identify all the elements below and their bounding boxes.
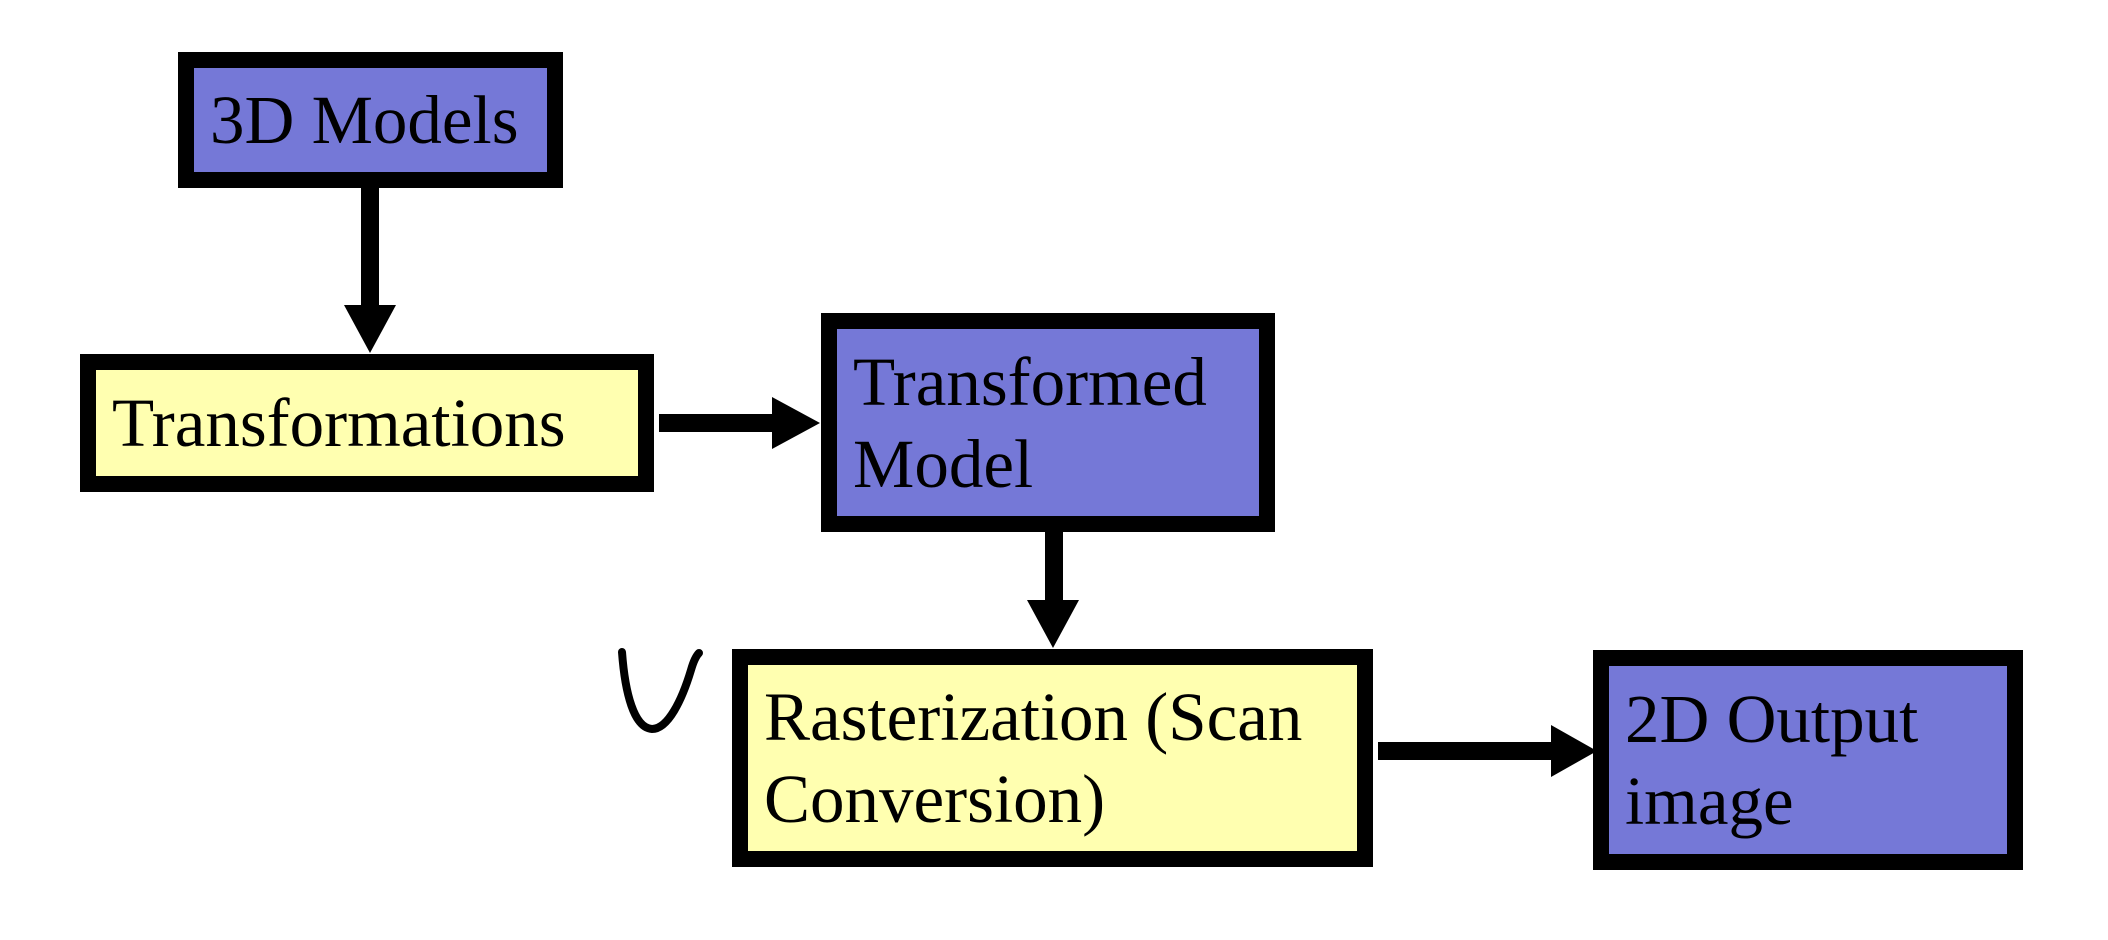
node-label: Transformed	[853, 343, 1207, 420]
node-label: image	[1625, 763, 1794, 839]
node-label: Transformations	[112, 385, 566, 461]
node-label: 3D Models	[210, 82, 519, 158]
arrow-right-icon	[772, 397, 820, 449]
arrow-rasterization-to-2doutput-line	[1378, 742, 1555, 760]
arrow-transformations-to-transformedmodel-line	[659, 414, 773, 432]
node-label: Rasterization (Scan	[764, 679, 1303, 755]
node-transformed-model: Transformed Model	[821, 313, 1275, 532]
node-rasterization-scan-conversion: Rasterization (Scan Conversion)	[732, 649, 1373, 867]
node-2d-output-image: 2D Output image	[1593, 650, 2023, 870]
node-label: 2D Output	[1625, 681, 1919, 757]
arrow-3dmodels-to-transformations-line	[361, 186, 379, 306]
node-3d-models: 3D Models	[178, 52, 563, 188]
arrow-down-icon	[1027, 600, 1079, 648]
arrow-transformedmodel-to-rasterization-line	[1045, 532, 1063, 601]
node-transformations: Transformations	[80, 354, 654, 492]
node-label: Conversion)	[764, 761, 1106, 837]
node-label: Model	[853, 425, 1034, 502]
hand-drawn-u-mark	[618, 648, 703, 734]
u-curve-path	[618, 648, 703, 734]
arrow-down-icon	[344, 305, 396, 353]
arrow-right-icon	[1551, 725, 1597, 777]
